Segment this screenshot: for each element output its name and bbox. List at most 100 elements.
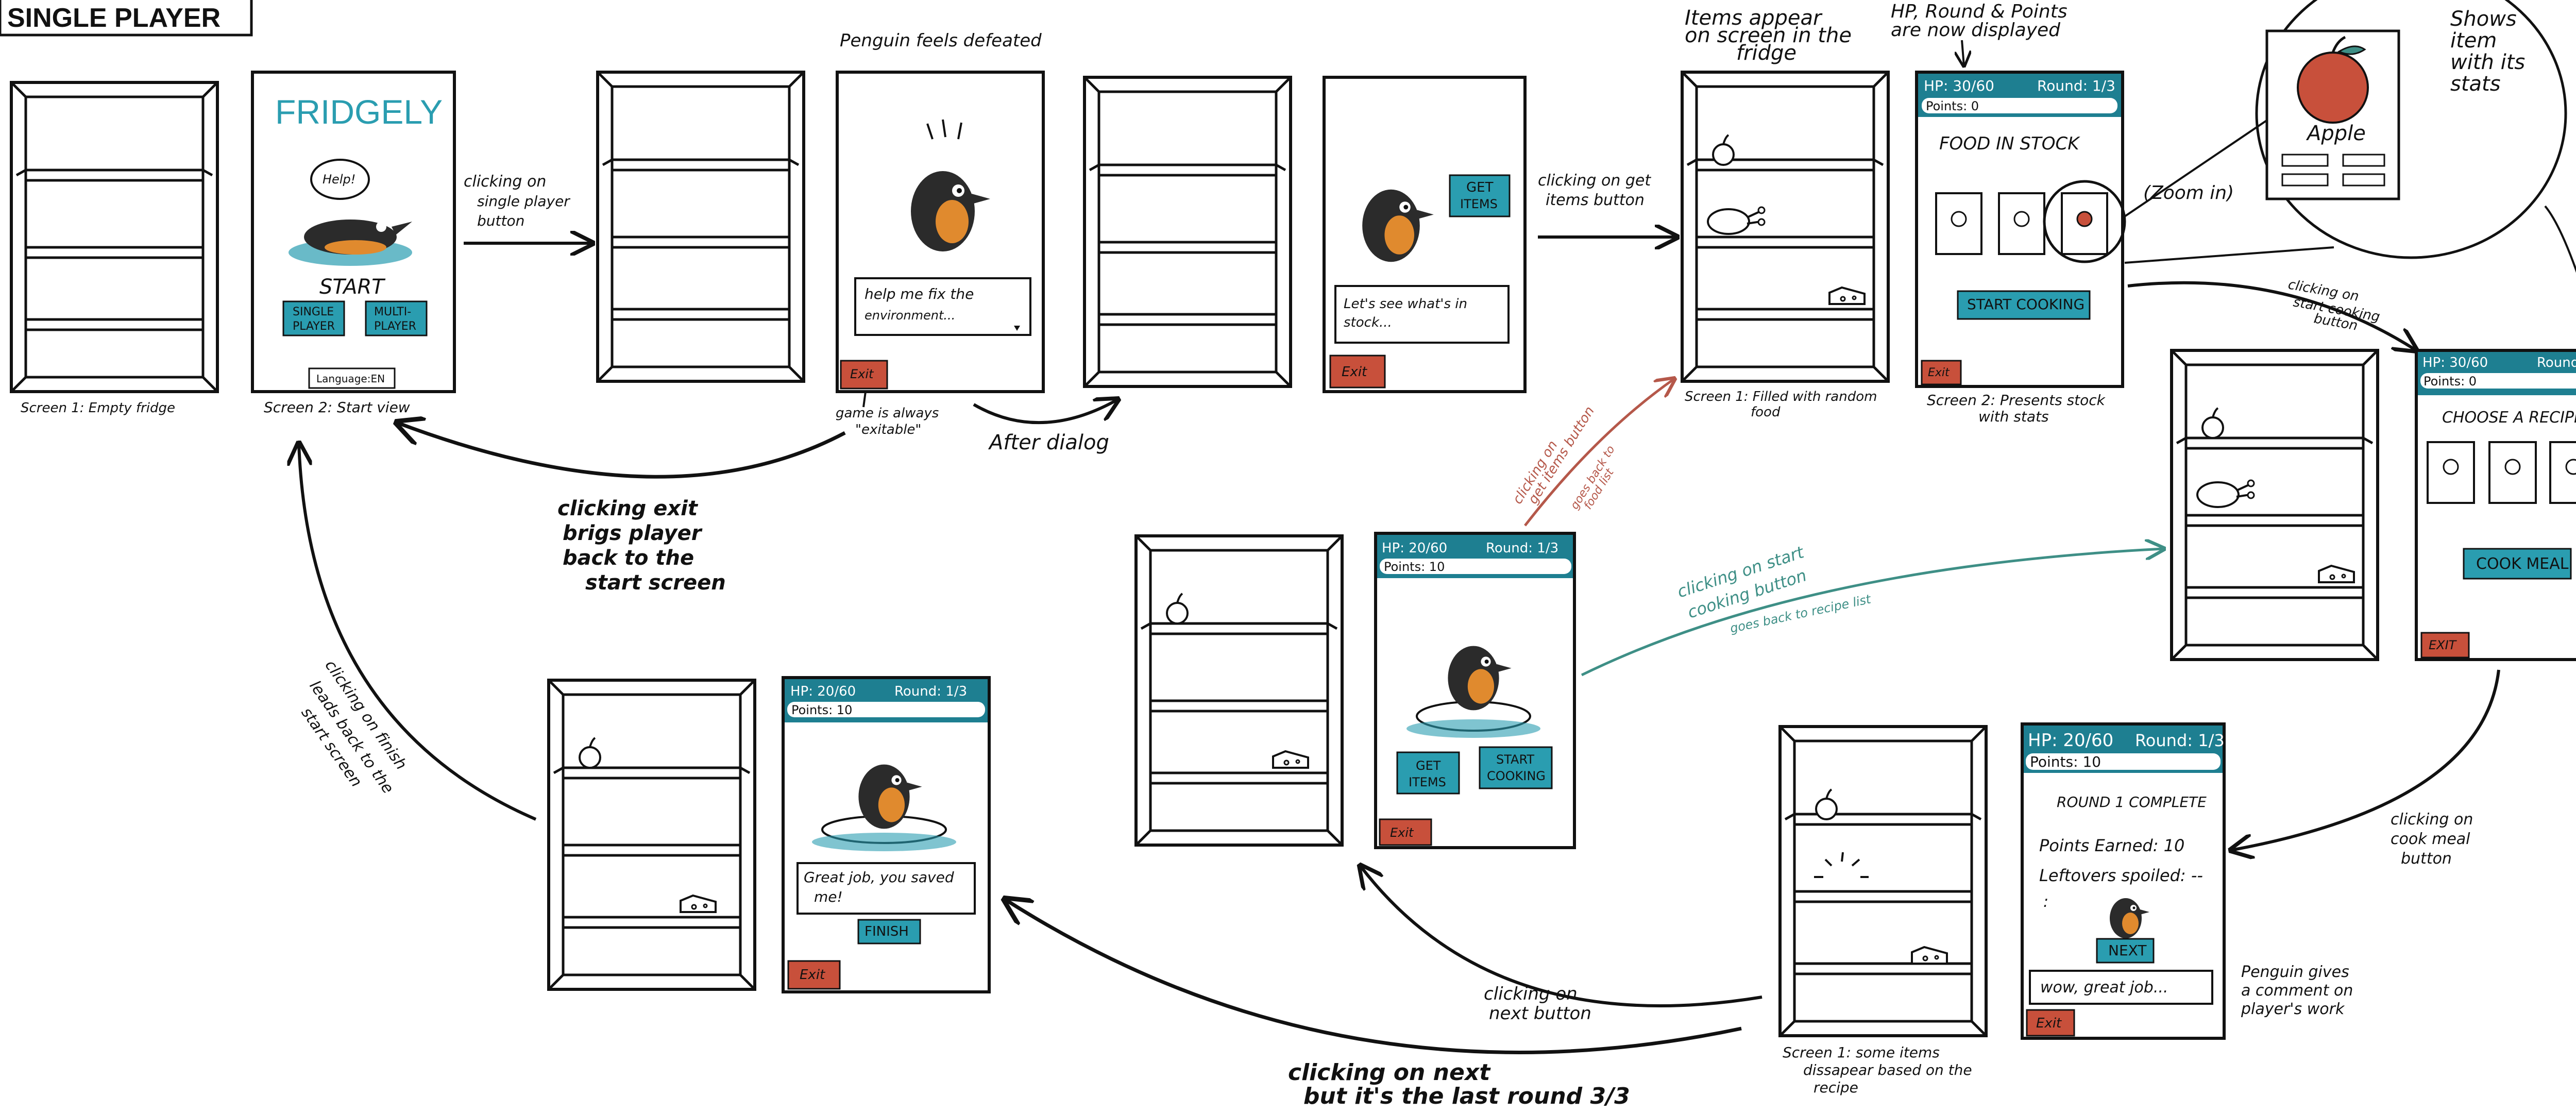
caption-empty-fridge: Screen 1: Empty fridge bbox=[21, 400, 175, 416]
note-similar: similar representation bbox=[2544, 205, 2576, 273]
dialog-fix-environment: help me fix the environment... bbox=[854, 277, 1031, 336]
language-button[interactable]: Language:EN bbox=[308, 367, 396, 389]
arrow-single-player-text-3: button bbox=[477, 212, 524, 229]
get-items-button[interactable]: GET ITEMS bbox=[1396, 751, 1460, 795]
hud-hp: HP: 30/60 bbox=[2422, 355, 2488, 370]
penguin-defeated-screen: help me fix the environment... Exit bbox=[836, 71, 1045, 393]
arrow-cook-meal-text-2: cook meal bbox=[2391, 830, 2470, 848]
single-player-label-1: SINGLE bbox=[293, 306, 334, 318]
cook-meal-label: COOK MEAL bbox=[2476, 555, 2569, 573]
multi-player-button[interactable]: MULTI- PLAYER bbox=[365, 300, 428, 336]
zoom-bubble: (Zoom in) Apple Shows item with its stat… bbox=[2124, 0, 2567, 264]
mid-game-screen: HP: 20/60 Round: 1/3 Points: 10 GET ITEM… bbox=[1374, 532, 1576, 849]
get-items-label-2: ITEMS bbox=[1409, 775, 1446, 789]
exit-label: Exit bbox=[1390, 825, 1414, 840]
next-button[interactable]: NEXT bbox=[2096, 938, 2155, 964]
arrow-last-round: clicking on next but it's the last round… bbox=[1005, 899, 1742, 1109]
start-cooking-label-1: START bbox=[1496, 752, 1534, 767]
hud-points-bar bbox=[1380, 559, 1571, 574]
finish-fridge bbox=[549, 680, 755, 989]
disappeared-item-mark bbox=[1814, 852, 1869, 878]
recipe-slot[interactable] bbox=[2427, 441, 2475, 504]
hud-hp: HP: 20/60 bbox=[1382, 541, 1447, 556]
zoom-circle bbox=[2043, 180, 2126, 263]
note-exitable-1: game is always bbox=[836, 406, 939, 421]
single-player-button[interactable]: SINGLE PLAYER bbox=[282, 300, 345, 336]
exit-button[interactable]: Exit bbox=[1379, 818, 1432, 846]
stock-item-slot[interactable] bbox=[1998, 192, 2045, 255]
note-hp-displayed-1: HP, Round & Points bbox=[1891, 1, 2067, 22]
exit-button[interactable]: Exit bbox=[1921, 360, 1962, 385]
arrow-cook-meal-text-1: clicking on bbox=[2391, 811, 2473, 829]
round-complete-heading: ROUND 1 COMPLETE bbox=[2057, 794, 2207, 811]
exit-button[interactable]: Exit bbox=[2026, 1009, 2075, 1037]
arrow-exit-text-1: clicking exit bbox=[557, 497, 699, 520]
dialog-fix-line-2: environment... bbox=[865, 308, 955, 323]
hud-points-bar bbox=[1922, 98, 2117, 113]
note-shows-item-2: item bbox=[2450, 29, 2497, 53]
arrow-get-items-text-2: items button bbox=[1546, 191, 1645, 209]
recipe-slot[interactable] bbox=[2488, 441, 2537, 504]
dialog-lets-see: Let's see what's in stock... bbox=[1334, 285, 1510, 344]
exit-label: Exit bbox=[1928, 366, 1950, 379]
multi-player-label-2: PLAYER bbox=[374, 320, 416, 333]
dialog-lets-see-line-2: stock... bbox=[1344, 315, 1392, 330]
hud-round: Round: 1/3 bbox=[894, 684, 967, 699]
note-exitable: game is always "exitable" bbox=[836, 391, 939, 437]
arrow-start-cooking-teal: clicking on start cooking button goes ba… bbox=[1581, 542, 2164, 677]
dialog-lets-see-line-1: Let's see what's in bbox=[1344, 296, 1467, 312]
dialog-great-job: Great job, you saved me! bbox=[796, 862, 976, 915]
finish-button[interactable]: FINISH bbox=[857, 919, 921, 945]
single-player-label-2: PLAYER bbox=[293, 320, 335, 333]
arrow-next: clicking on next button bbox=[1360, 866, 1762, 1024]
note-shows-item-4: stats bbox=[2450, 72, 2501, 96]
caption-stock-2: with stats bbox=[1978, 408, 2049, 425]
start-screen: FRIDGELY Help! START SINGLE PLAYER MULTI… bbox=[251, 71, 456, 393]
arrow-single-player-text-1: clicking on bbox=[464, 173, 546, 191]
note-exitable-2: "exitable" bbox=[855, 422, 921, 437]
food-in-stock-heading: FOOD IN STOCK bbox=[1939, 133, 2080, 154]
start-label[interactable]: START bbox=[319, 275, 386, 299]
caption-stock-1: Screen 2: Presents stock bbox=[1927, 392, 2106, 409]
caption-filled-2: food bbox=[1751, 404, 1781, 420]
arrow-exit-text-2: brigs player bbox=[563, 521, 703, 545]
exit-button[interactable]: Exit bbox=[787, 960, 841, 990]
arrow-last-text-2: but it's the last round 3/3 bbox=[1303, 1083, 1630, 1109]
get-items-label-1: GET bbox=[1466, 180, 1494, 195]
cook-meal-button[interactable]: COOK MEAL bbox=[2463, 548, 2572, 580]
arrow-exit-text-3: back to the bbox=[563, 546, 694, 570]
hud-points: Points: 10 bbox=[1384, 560, 1445, 574]
caption-disappear-1: Screen 1: some items bbox=[1783, 1044, 1940, 1061]
start-cooking-label-2: COOKING bbox=[1487, 769, 1546, 783]
next-label: NEXT bbox=[2108, 942, 2147, 959]
recipe-slot[interactable] bbox=[2549, 441, 2576, 504]
start-cooking-button[interactable]: START COOKING bbox=[1957, 290, 2091, 320]
exit-button[interactable]: EXIT bbox=[2420, 632, 2470, 659]
note-items-appear-2: on screen in the bbox=[1685, 24, 1852, 47]
stock-item-slot[interactable] bbox=[1935, 192, 1982, 255]
exit-button[interactable]: Exit bbox=[1329, 355, 1386, 389]
note-items-appear-3: fridge bbox=[1736, 41, 1797, 65]
dialog-great-job-line-2: me! bbox=[814, 888, 843, 905]
apple-icon bbox=[2297, 36, 2369, 124]
hud-points: Points: 0 bbox=[2424, 374, 2477, 389]
arrow-exit-text-4: start screen bbox=[585, 571, 726, 595]
arrow-cook-meal-text-3: button bbox=[2401, 850, 2452, 868]
exit-label: Exit bbox=[850, 367, 874, 381]
stock-item-slot-apple[interactable] bbox=[2061, 192, 2108, 255]
finish-label: FINISH bbox=[865, 924, 909, 939]
note-penguin-gives-1: Penguin gives bbox=[2241, 963, 2349, 981]
choose-recipe-heading: CHOOSE A RECIPE bbox=[2442, 409, 2576, 427]
arrow-get-items-red: clicking on get items button goes back t… bbox=[1510, 379, 1674, 527]
exit-label: EXIT bbox=[2429, 638, 2458, 652]
recipe-fridge bbox=[2172, 350, 2378, 660]
exit-button[interactable]: Exit bbox=[840, 360, 888, 390]
hud-hp: HP: 30/60 bbox=[1924, 77, 1994, 94]
start-cooking-label: START COOKING bbox=[1967, 296, 2084, 313]
arrow-next-text-2: next button bbox=[1489, 1003, 1591, 1024]
page-title: SINGLE PLAYER bbox=[7, 3, 221, 33]
get-items-button[interactable]: GET ITEMS bbox=[1449, 174, 1511, 217]
start-cooking-button[interactable]: START COOKING bbox=[1479, 746, 1553, 789]
note-zoom-in: (Zoom in) bbox=[2143, 182, 2234, 204]
